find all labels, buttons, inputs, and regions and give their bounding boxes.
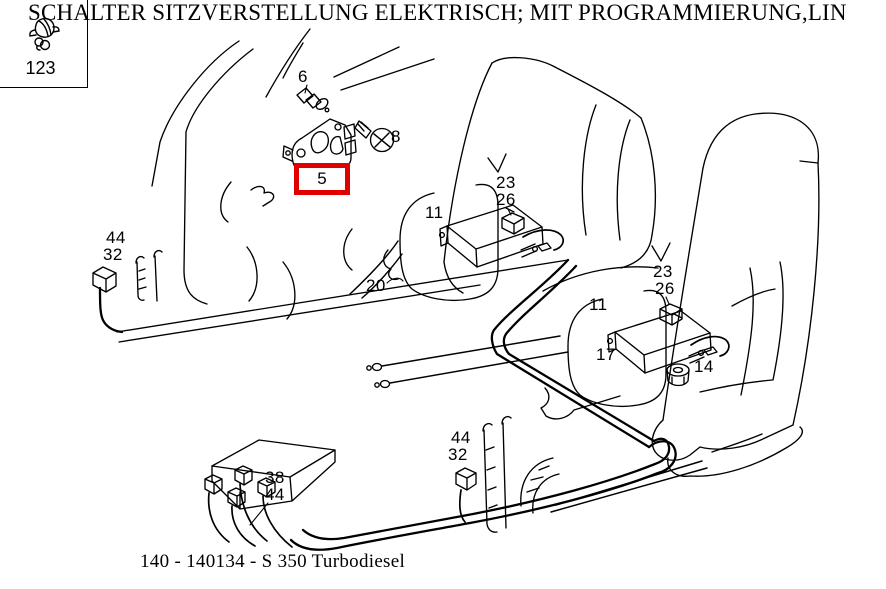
control-module-front	[438, 204, 564, 268]
model-footer-text: 140 - 140134 - S 350 Turbodiesel	[140, 551, 406, 572]
legend-part-number: 123	[25, 58, 56, 78]
part-label-44-left[interactable]: 44	[106, 228, 126, 247]
part-label-17[interactable]: 17	[596, 345, 616, 364]
part-8-screw	[354, 120, 395, 153]
part-label-23-front[interactable]: 23	[496, 173, 516, 192]
callout-leaders	[249, 208, 670, 526]
part-label-8[interactable]: 8	[391, 127, 401, 146]
part-label-14[interactable]: 14	[694, 357, 714, 376]
front-seat-outline	[383, 56, 656, 294]
wiring-harness	[98, 240, 708, 551]
part-label-11-rear[interactable]: 11	[589, 295, 608, 314]
part-label-11-front[interactable]: 11	[425, 203, 444, 222]
rear-seat-outline	[540, 112, 820, 477]
part-label-44-block[interactable]: 44	[265, 485, 285, 504]
highlighted-part-5-box[interactable]: 5	[294, 163, 350, 195]
part-label-20[interactable]: 20	[366, 276, 386, 295]
cable-channels	[92, 249, 560, 533]
part-label-32-left[interactable]: 32	[103, 245, 123, 264]
part-label-26-rear[interactable]: 26	[655, 279, 675, 298]
part-6-bulb	[296, 84, 330, 113]
part-label-5[interactable]: 5	[317, 169, 327, 188]
page-title: SCHALTER SITZVERSTELLUNG ELEKTRISCH; MIT…	[28, 0, 847, 25]
part-14-nut	[666, 363, 690, 387]
legend-box[interactable]: 123	[0, 0, 88, 88]
part-label-32-center[interactable]: 32	[448, 445, 468, 464]
cable-clip-icon	[29, 17, 60, 51]
part-label-26-front[interactable]: 26	[496, 190, 516, 209]
part-label-6[interactable]: 6	[298, 67, 308, 86]
